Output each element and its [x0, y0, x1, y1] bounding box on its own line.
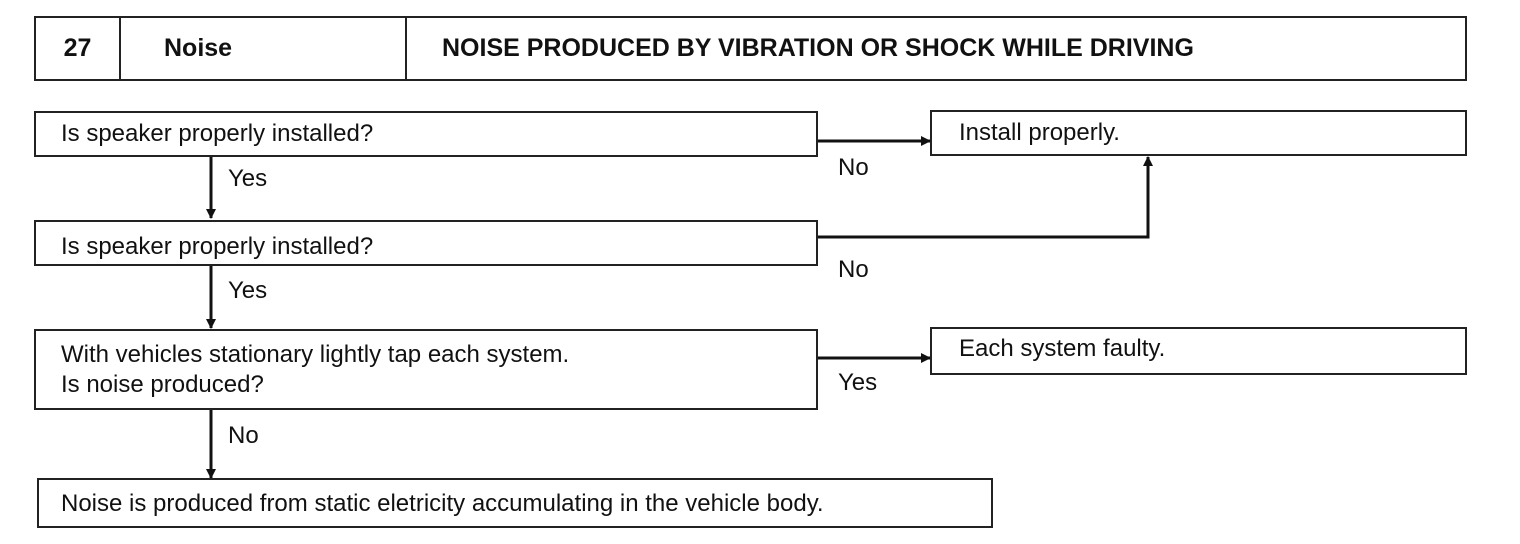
section-title: NOISE PRODUCED BY VIBRATION OR SHOCK WHI… [442, 34, 1194, 62]
question-3-line-2: Is noise produced? [61, 371, 264, 398]
final-result-box: Noise is produced from static eletricity… [37, 478, 993, 528]
question-box-2: Is speaker properly installed? [34, 220, 818, 266]
label-q3-yes: Yes [838, 369, 878, 396]
result-faulty-text: Each system faulty. [959, 335, 1166, 362]
question-3-line-1: With vehicles stationary lightly tap eac… [61, 341, 570, 368]
label-q1-no: No [838, 154, 869, 181]
question-box-3: With vehicles stationary lightly tap eac… [34, 329, 818, 410]
label-q2-yes: Yes [228, 277, 268, 304]
arrow-q2-to-install [817, 156, 1153, 239]
question-1-text: Is speaker properly installed? [61, 120, 374, 147]
result-install-text: Install properly. [959, 119, 1120, 146]
section-category: Noise [121, 18, 407, 79]
question-2-text: Is speaker properly installed? [61, 233, 374, 260]
final-result-text: Noise is produced from static eletricity… [61, 490, 824, 517]
diagram-header: 27 Noise NOISE PRODUCED BY VIBRATION OR … [34, 16, 1467, 81]
result-box-install: Install properly. [930, 110, 1467, 156]
label-q3-no: No [228, 422, 259, 449]
section-number: 27 [36, 18, 121, 79]
question-box-1: Is speaker properly installed? [34, 111, 818, 157]
result-box-faulty: Each system faulty. [930, 327, 1467, 375]
label-q2-no: No [838, 256, 869, 283]
label-q1-yes: Yes [228, 165, 268, 192]
